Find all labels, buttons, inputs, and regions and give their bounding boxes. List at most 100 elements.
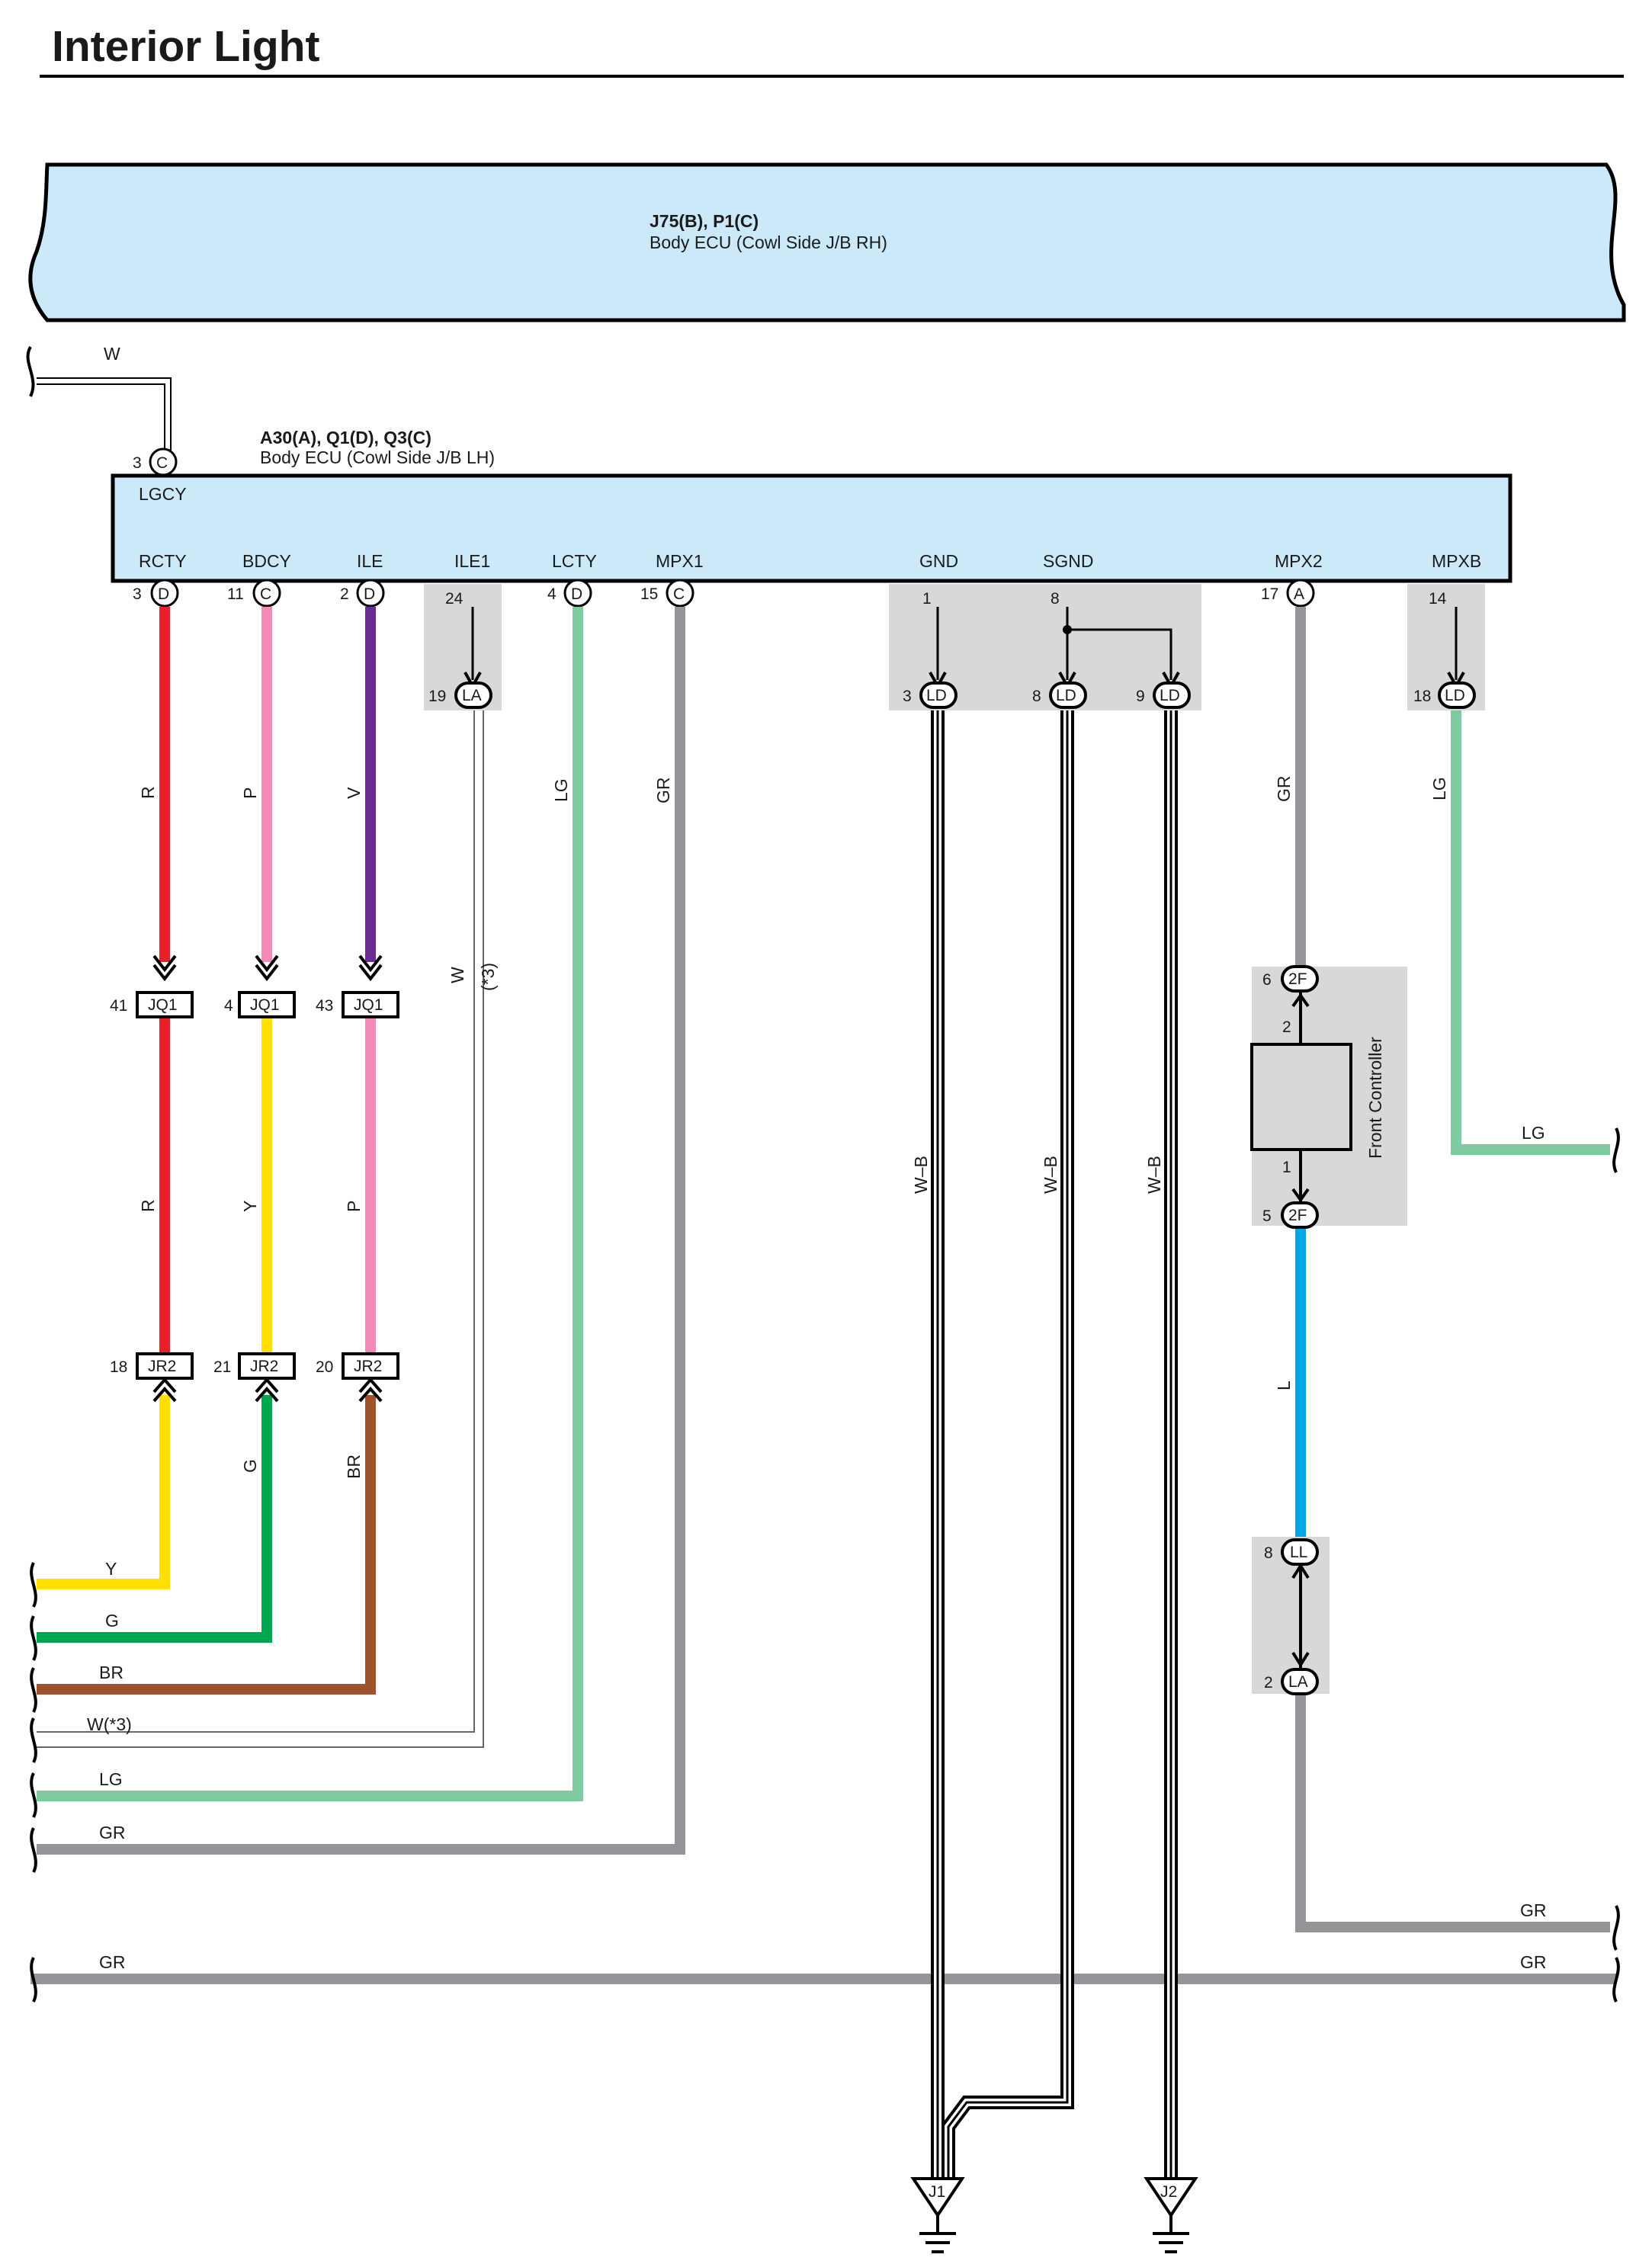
wire-mpxb-lg bbox=[1451, 710, 1610, 1155]
wire-label-bdcy-low: G bbox=[240, 1459, 260, 1473]
connector-jr2-ile: JR2 20 bbox=[316, 1352, 399, 1403]
svg-text:LD: LD bbox=[1445, 687, 1465, 704]
connector-jq1-rcty: JQ1 41 bbox=[110, 954, 194, 1018]
conn-lcty bbox=[563, 579, 592, 608]
left-exit-gr: GR bbox=[99, 1823, 126, 1842]
break-mark bbox=[26, 345, 35, 397]
wire-label-gnd: W–B bbox=[911, 1156, 931, 1194]
left-exit-w3: W(*3) bbox=[87, 1714, 132, 1734]
terminal-ile: ILE bbox=[357, 551, 383, 571]
ground-j2: J2 bbox=[1144, 2177, 1198, 2253]
terminal-gnd: GND bbox=[919, 551, 958, 571]
connector-jr2-rcty: JR2 18 bbox=[110, 1352, 194, 1403]
wire-ile-low bbox=[37, 1395, 376, 1695]
svg-text:LD: LD bbox=[1056, 687, 1076, 704]
conn-mpx1 bbox=[666, 579, 694, 608]
terminal-rcty: RCTY bbox=[139, 551, 187, 571]
svg-text:JQ1: JQ1 bbox=[354, 996, 383, 1014]
wire-lcty-lg bbox=[37, 607, 583, 1801]
lgcy-connector bbox=[149, 447, 178, 476]
terminal-mpx1: MPX1 bbox=[656, 551, 704, 571]
splice-point bbox=[1063, 625, 1072, 634]
conn-mpx2 bbox=[1286, 579, 1315, 608]
connector-ll: LL 8 bbox=[1264, 1538, 1319, 1579]
wire-label-ile-low: BR bbox=[344, 1454, 364, 1479]
svg-text:2: 2 bbox=[1282, 1018, 1291, 1036]
pin-bdcy: 11 bbox=[227, 585, 244, 603]
wire-label-sgnd: W–B bbox=[1041, 1156, 1060, 1194]
svg-text:LD: LD bbox=[1160, 687, 1180, 704]
connector-ld-3: LD 9 bbox=[1136, 672, 1191, 709]
wire-lgcy-w bbox=[37, 377, 172, 462]
conn-bdcy bbox=[252, 579, 281, 608]
svg-text:19: 19 bbox=[428, 688, 446, 705]
wire-label-ile1-w: W bbox=[447, 967, 467, 983]
body-ecu-lh-code: A30(A), Q1(D), Q3(C) bbox=[260, 428, 431, 447]
connector-ld-1: LD 3 bbox=[903, 672, 958, 709]
connector-la-bottom: LA 2 bbox=[1264, 1651, 1319, 1695]
front-controller-label: Front Controller bbox=[1365, 1037, 1385, 1159]
conn-ile bbox=[356, 579, 385, 608]
svg-text:J2: J2 bbox=[1160, 2183, 1177, 2201]
svg-text:2: 2 bbox=[1264, 1674, 1273, 1692]
pin-sgnd: 8 bbox=[1051, 590, 1060, 608]
wire-label-rcty-upper: R bbox=[138, 786, 158, 799]
wire-label-mpx1: GR bbox=[653, 778, 673, 804]
svg-text:21: 21 bbox=[213, 1358, 231, 1376]
left-break-marks bbox=[30, 1562, 37, 2003]
svg-text:JR2: JR2 bbox=[354, 1358, 382, 1375]
wire-mpx1-gr bbox=[37, 607, 685, 1855]
body-ecu-lh-name: Body ECU (Cowl Side J/B LH) bbox=[260, 447, 495, 467]
wire-label-fc-out: L bbox=[1274, 1381, 1294, 1390]
pin-ile1: 24 bbox=[445, 590, 464, 608]
svg-text:JQ1: JQ1 bbox=[250, 996, 280, 1014]
svg-text:2F: 2F bbox=[1288, 1207, 1307, 1224]
bus-label-left: GR bbox=[99, 1952, 126, 1972]
svg-text:LD: LD bbox=[926, 687, 947, 704]
terminal-lcty: LCTY bbox=[552, 551, 597, 571]
front-controller: 2F 6 2 Front Controller 1 2F 5 bbox=[1250, 965, 1385, 1229]
pin-ile: 2 bbox=[340, 585, 349, 603]
lgcy-conn: C bbox=[156, 454, 168, 472]
wire-label-bdcy-mid: Y bbox=[240, 1201, 260, 1212]
svg-text:J1: J1 bbox=[929, 2183, 945, 2201]
body-ecu-rh-code: J75(B), P1(C) bbox=[650, 211, 759, 231]
svg-text:6: 6 bbox=[1262, 971, 1272, 989]
svg-text:1: 1 bbox=[1282, 1159, 1291, 1176]
terminal-mpx2: MPX2 bbox=[1275, 551, 1323, 571]
page-title: Interior Light bbox=[52, 22, 319, 71]
conn-ile-letter: D bbox=[364, 585, 375, 603]
lgcy-terminal-label: LGCY bbox=[139, 484, 187, 504]
terminal-ile1: ILE1 bbox=[454, 551, 490, 571]
svg-text:8: 8 bbox=[1032, 688, 1041, 705]
wire-label-lcty: LG bbox=[551, 778, 571, 802]
body-ecu-rh-box bbox=[28, 162, 1626, 322]
svg-text:LA: LA bbox=[462, 687, 482, 704]
pin-gnd: 1 bbox=[922, 590, 932, 608]
conn-mpx1-letter: C bbox=[673, 585, 685, 603]
wire-label-lgcy: W bbox=[104, 344, 120, 364]
connector-jq1-ile: JQ1 43 bbox=[316, 954, 399, 1018]
connector-jr2-bdcy: JR2 21 bbox=[213, 1352, 296, 1403]
pin-mpx2: 17 bbox=[1261, 585, 1278, 603]
svg-text:4: 4 bbox=[224, 997, 233, 1015]
conn-rcty-letter: D bbox=[158, 585, 169, 603]
right-break-marks bbox=[1612, 1127, 1620, 2003]
right-exit-mpx2: GR bbox=[1520, 1900, 1547, 1920]
connector-ld-4: LD 18 bbox=[1413, 672, 1476, 709]
svg-text:18: 18 bbox=[110, 1358, 127, 1376]
pin-rcty: 3 bbox=[133, 585, 142, 603]
svg-text:LL: LL bbox=[1290, 1544, 1307, 1561]
wire-label-ile-upper: V bbox=[344, 787, 364, 799]
connector-ld-2: LD 8 bbox=[1032, 672, 1087, 709]
wire-ile1-w bbox=[37, 710, 484, 1748]
svg-text:3: 3 bbox=[903, 688, 912, 705]
wire-sgnd-wb bbox=[941, 710, 1074, 2180]
pin-lcty: 4 bbox=[547, 585, 557, 603]
wire-label-ile1-note: (*3) bbox=[478, 963, 498, 991]
svg-text:18: 18 bbox=[1413, 688, 1431, 705]
conn-lcty-letter: D bbox=[571, 585, 582, 603]
wire-label-rcty-mid: R bbox=[138, 1199, 158, 1212]
wire-la-gr bbox=[1295, 1694, 1610, 1932]
